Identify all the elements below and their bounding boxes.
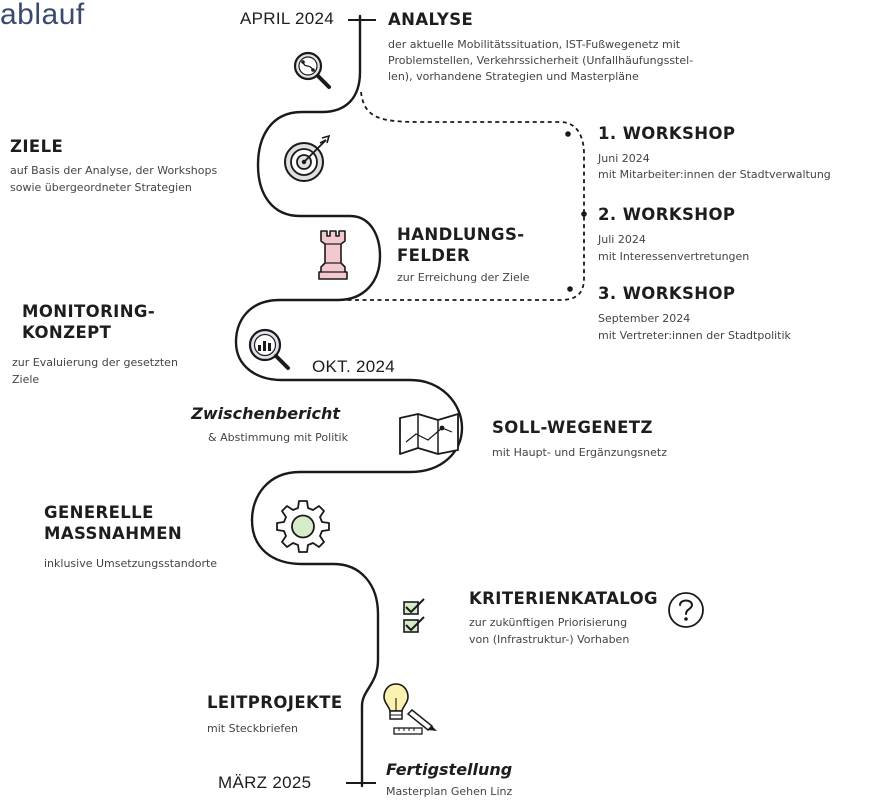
workshop-dashed-branch [340,91,585,301]
lightbulb-pencil-icon [383,683,437,735]
checklist-icon [403,598,425,633]
workshop-2-dot [581,211,587,217]
workshop-2-title: 2. WORKSHOP [598,205,736,224]
workshop-3-desc: mit Vertreter:innen der Stadtpolitik [598,329,791,342]
ziele-title: ZIELE [10,137,64,156]
workshop-3-date: September 2024 [598,312,691,325]
zwischenbericht-title: Zwischenbericht [191,404,340,423]
handlungsfelder-title-1: HANDLUNGS- [397,225,525,244]
workshop-1-dot [565,131,571,137]
ziele-desc-1: auf Basis der Analyse, der Workshops [10,164,218,177]
fertigstellung-title: Fertigstellung [386,760,513,779]
date-mid: OKT. 2024 [312,357,396,376]
kriterienkatalog-title: KRITERIENKATALOG [469,589,658,608]
analyse-desc-1: der aktuelle Mobilitätssituation, IST-Fu… [388,38,681,51]
target-arrow-icon [284,134,331,182]
fertigstellung-desc: Masterplan Gehen Linz [386,785,513,798]
page-title-fragment: ablauf [0,0,85,31]
monitoring-desc-2: Ziele [12,373,40,386]
workshop-1-desc: mit Mitarbeiter:innen der Stadtverwaltun… [598,168,831,181]
analyse-title: ANALYSE [388,10,474,29]
question-circle-icon [668,592,704,628]
date-end: MÄRZ 2025 [218,773,312,792]
map-icon [399,413,459,455]
leitprojekte-title: LEITPROJEKTE [207,693,343,712]
magnifier-chart-icon [248,328,290,370]
handlungsfelder-title-2: FELDER [397,246,471,265]
generelle-title-2: MASSNAHMEN [44,524,183,543]
workshop-2-date: Juli 2024 [598,233,646,246]
generelle-desc: inklusive Umsetzungsstandorte [44,557,218,570]
workshop-2-desc: mit Interessenvertretungen [598,250,750,263]
analyse-desc-2: Problemstellen, Verkehrssicherheit (Unfa… [388,54,694,67]
workshop-3-title: 3. WORKSHOP [598,284,736,303]
date-start: APRIL 2024 [240,9,335,28]
monitoring-title-1: MONITORING- [22,302,156,321]
monitoring-desc-1: zur Evaluierung der gesetzten [12,356,178,369]
kriterienkatalog-desc-1: zur zukünftigen Priorisierung [469,616,628,629]
analyse-desc-3: len), vorhandene Strategien und Masterpl… [388,70,639,83]
gear-icon [276,500,330,553]
zwischenbericht-desc: & Abstimmung mit Politik [208,431,348,444]
soll-wegenetz-title: SOLL-WEGENETZ [492,418,653,437]
monitoring-title-2: KONZEPT [22,323,112,342]
leitprojekte-desc: mit Steckbriefen [207,722,299,735]
kriterienkatalog-desc-2: von (Infrastruktur-) Vorhaben [469,633,630,646]
timeline-path [234,14,464,788]
handlungsfelder-desc: zur Erreichung der Ziele [397,271,530,284]
soll-wegenetz-desc: mit Haupt- und Ergänzungsnetz [492,446,667,459]
chess-rook-icon [318,230,348,280]
magnifier-route-icon [293,51,331,89]
workshop-1-title: 1. WORKSHOP [598,124,736,143]
workshop-1-date: Juni 2024 [598,152,650,165]
ziele-desc-2: sowie übergeordneter Strategien [10,181,192,194]
workshop-3-dot [567,286,573,292]
generelle-title-1: GENERELLE [44,503,154,522]
